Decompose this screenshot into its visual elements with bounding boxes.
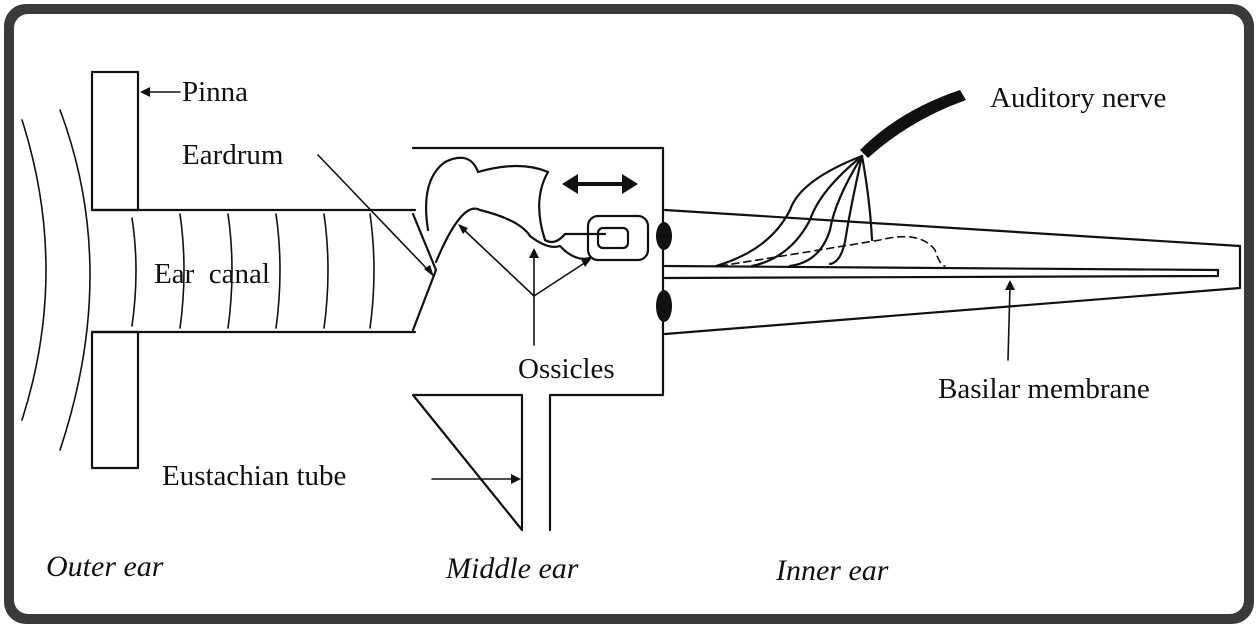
double-headed-arrow-icon: [562, 174, 638, 194]
label-eardrum: Eardrum: [182, 139, 284, 171]
sound-waves: [21, 109, 91, 451]
leader-lines: [140, 87, 1015, 484]
auditory-nerve: [714, 90, 966, 268]
frame-panel: [14, 14, 1244, 614]
label-auditory-nerve: Auditory nerve: [990, 82, 1166, 114]
middle-ear-chamber: [411, 146, 665, 532]
oval-window: [656, 222, 672, 250]
region-inner-ear: Inner ear: [775, 554, 889, 587]
label-ear-canal: Ear canal: [154, 258, 270, 290]
ossicles: [424, 156, 672, 322]
region-middle-ear: Middle ear: [445, 552, 579, 585]
label-pinna: Pinna: [182, 76, 248, 108]
ear-canal: [90, 208, 417, 334]
eardrum: [411, 212, 438, 332]
region-outer-ear: Outer ear: [46, 550, 164, 583]
label-eustachian-tube: Eustachian tube: [162, 460, 346, 492]
label-basilar-membrane: Basilar membrane: [938, 373, 1150, 405]
round-window: [656, 290, 672, 322]
label-ossicles: Ossicles: [518, 353, 615, 385]
cochlea: [663, 208, 1242, 336]
